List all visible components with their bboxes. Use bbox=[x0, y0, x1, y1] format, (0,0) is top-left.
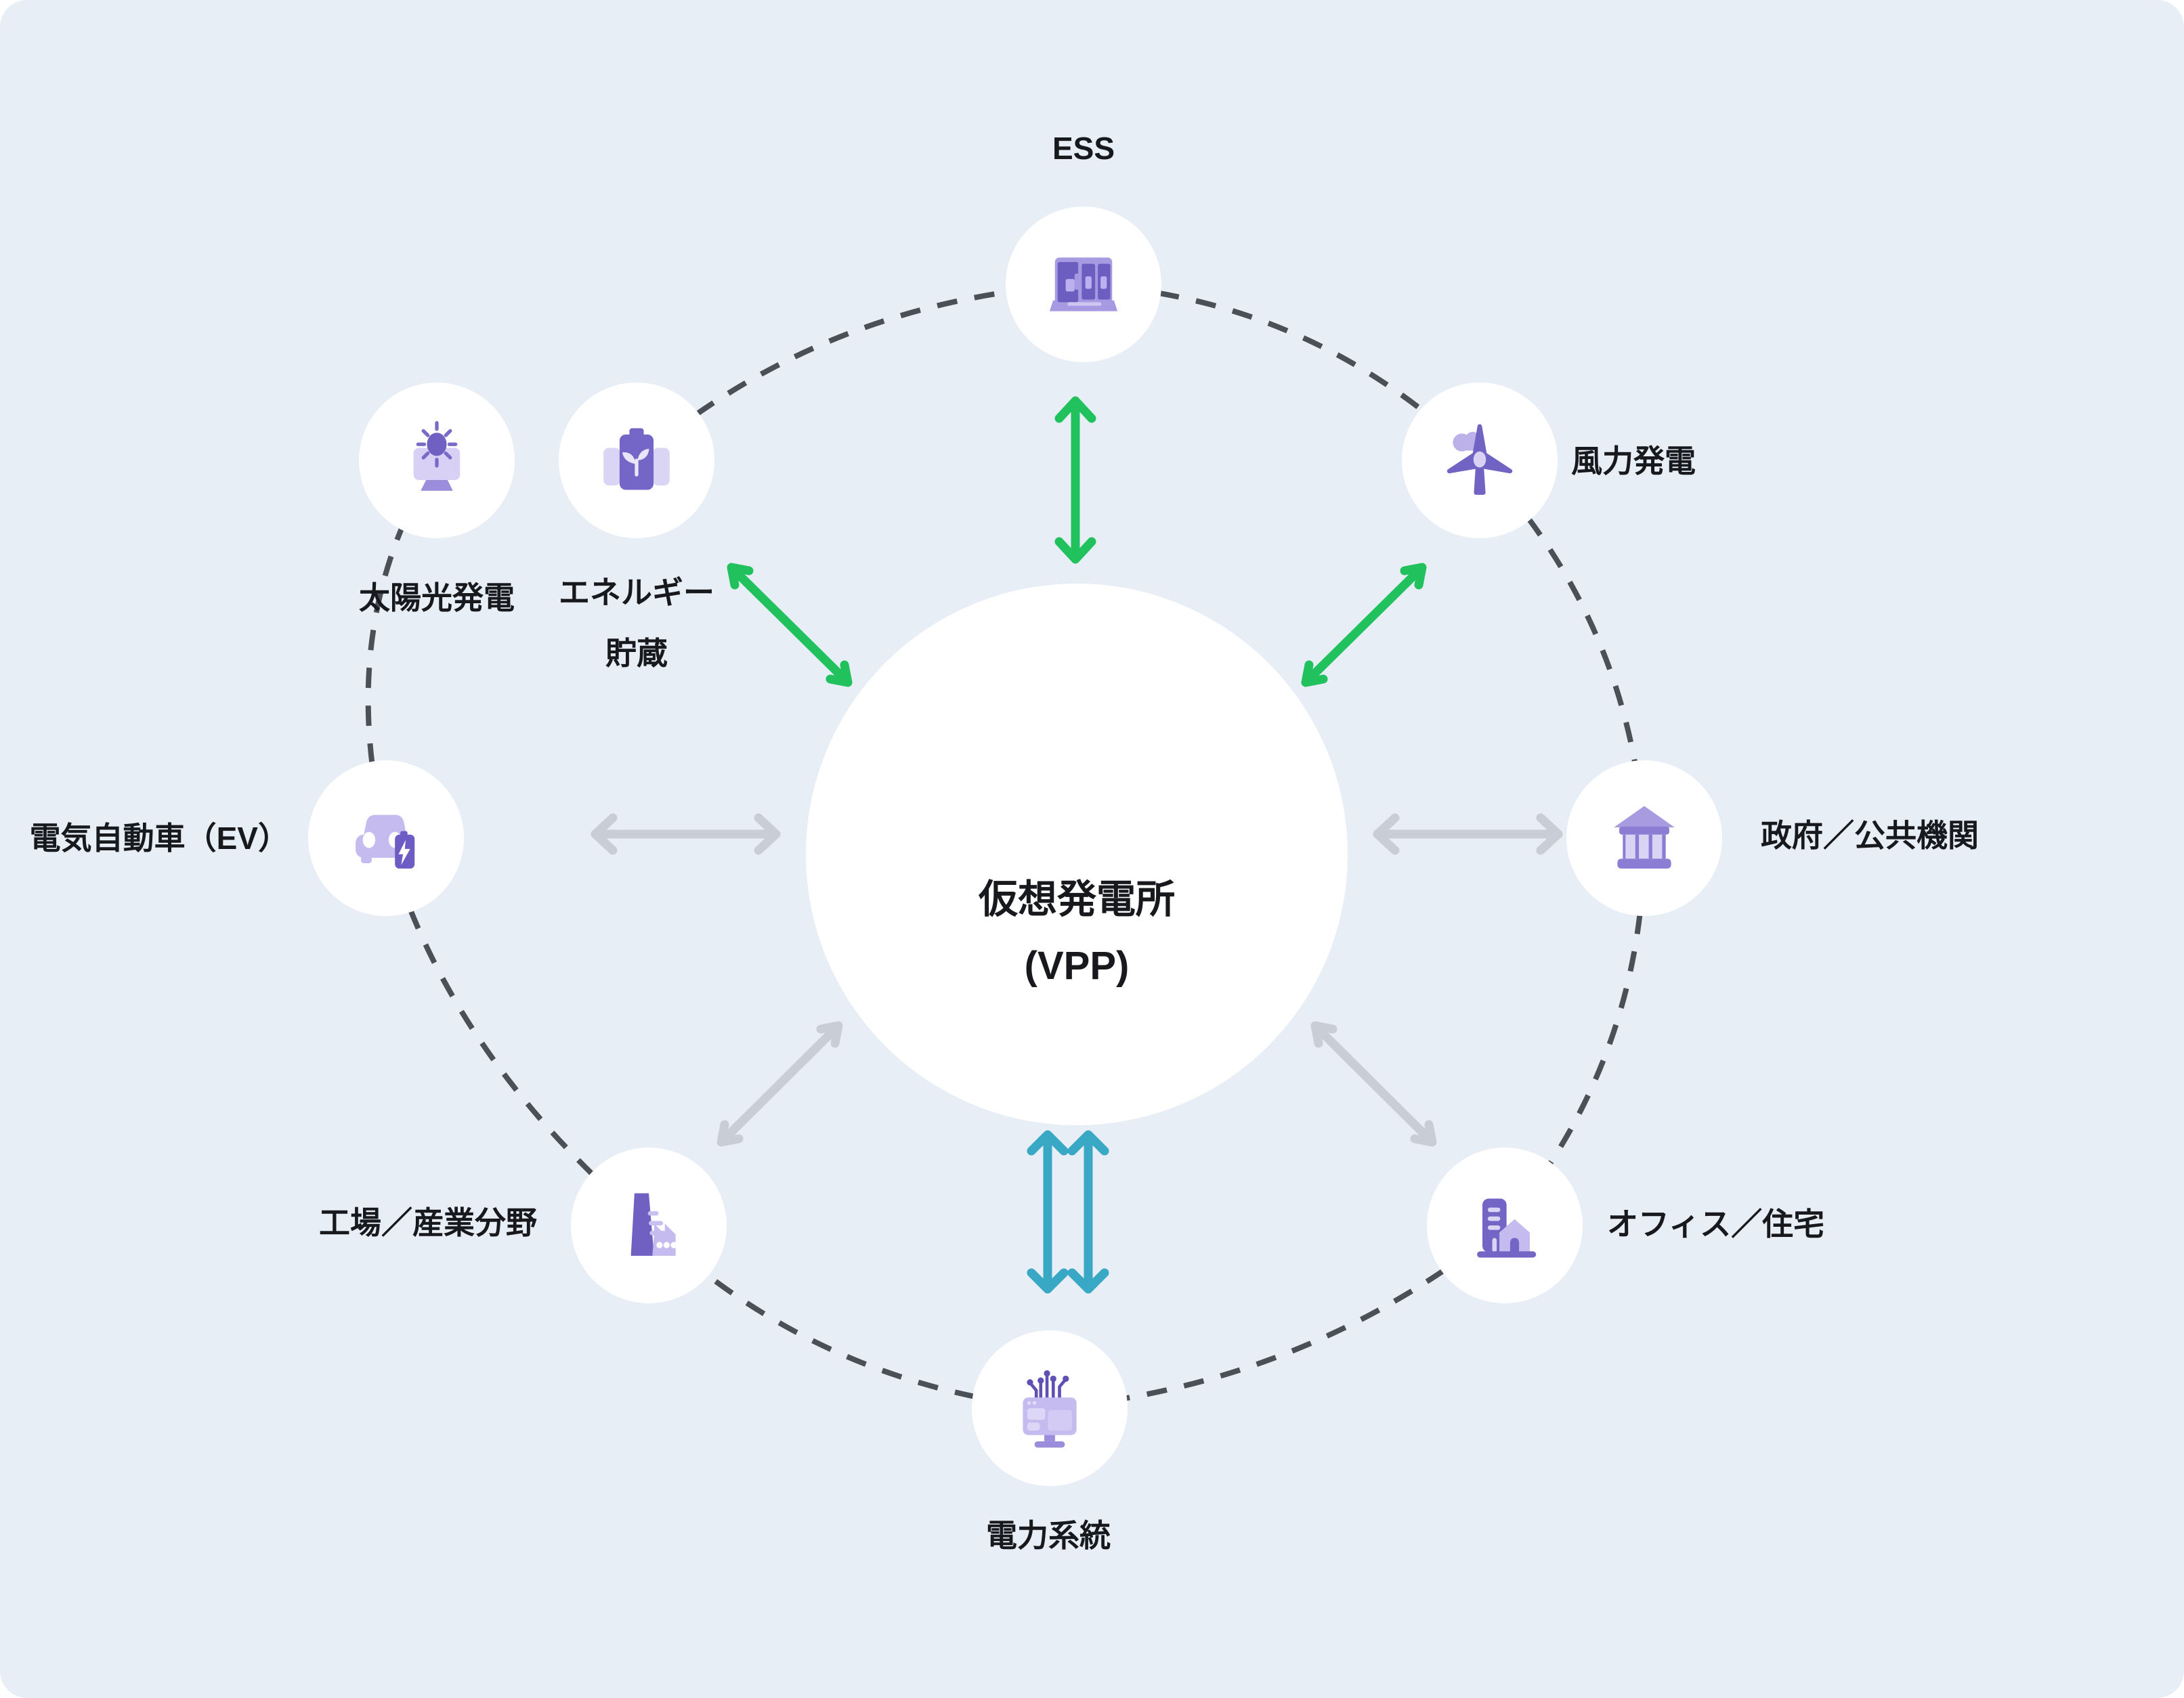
node-government-label: 政府／公共機関 bbox=[1761, 818, 1979, 853]
arrow-government-center bbox=[1373, 813, 1563, 855]
node-grid-label: 電力系統 bbox=[986, 1518, 1111, 1553]
dash-ev-solar bbox=[365, 458, 440, 839]
battery-cabinet-icon bbox=[1049, 257, 1118, 311]
office-house-icon bbox=[1477, 1198, 1537, 1258]
arrow-wind-center bbox=[1301, 563, 1427, 687]
electric-car-icon bbox=[356, 814, 415, 869]
arrow-grid-center bbox=[1027, 1130, 1109, 1294]
dash-storage-ess bbox=[635, 282, 1084, 463]
factory-icon bbox=[630, 1193, 677, 1256]
government-building-icon bbox=[1614, 806, 1675, 869]
node-factory-label: 工場／産業分野 bbox=[319, 1205, 537, 1240]
node-ess bbox=[1006, 206, 1161, 362]
node-ev-label: 電気自動車（EV） bbox=[29, 821, 289, 856]
arrow-ev-center bbox=[591, 813, 781, 855]
node-solar bbox=[359, 383, 515, 538]
wind-turbine-icon bbox=[1447, 424, 1513, 495]
arrow-office-center bbox=[1310, 1021, 1437, 1147]
node-ev bbox=[308, 760, 464, 916]
node-storage-label-line2: 貯蔵 bbox=[605, 636, 668, 671]
node-office-label: オフィス／住宅 bbox=[1607, 1206, 1825, 1242]
node-wind bbox=[1402, 383, 1558, 538]
arrow-storage-center bbox=[727, 563, 853, 687]
node-storage-label: エネルギー 貯蔵 bbox=[501, 562, 772, 684]
node-grid bbox=[972, 1330, 1128, 1486]
vpp-title: 仮想発電所 (VPP) bbox=[806, 867, 1348, 999]
arrow-ess-center bbox=[1054, 396, 1096, 564]
node-office bbox=[1427, 1148, 1583, 1303]
vpp-title-line1: 仮想発電所 bbox=[978, 877, 1175, 921]
node-wind-label: 風力発電 bbox=[1571, 443, 1696, 479]
node-storage-label-line1: エネルギー bbox=[559, 575, 714, 610]
grid-monitor-icon bbox=[1023, 1370, 1077, 1448]
node-storage bbox=[559, 383, 714, 538]
vpp-title-line2: (VPP) bbox=[1024, 944, 1130, 988]
node-ess-label: ESS bbox=[1052, 131, 1115, 166]
node-solar-label: 太陽光発電 bbox=[359, 580, 515, 615]
solar-panel-sun-icon bbox=[413, 420, 461, 491]
arrow-factory-center bbox=[716, 1021, 843, 1147]
eco-battery-icon bbox=[603, 428, 670, 490]
node-government bbox=[1566, 760, 1722, 916]
vpp-center-circle: 仮想発電所 (VPP) bbox=[806, 584, 1348, 1125]
node-factory bbox=[571, 1148, 727, 1303]
